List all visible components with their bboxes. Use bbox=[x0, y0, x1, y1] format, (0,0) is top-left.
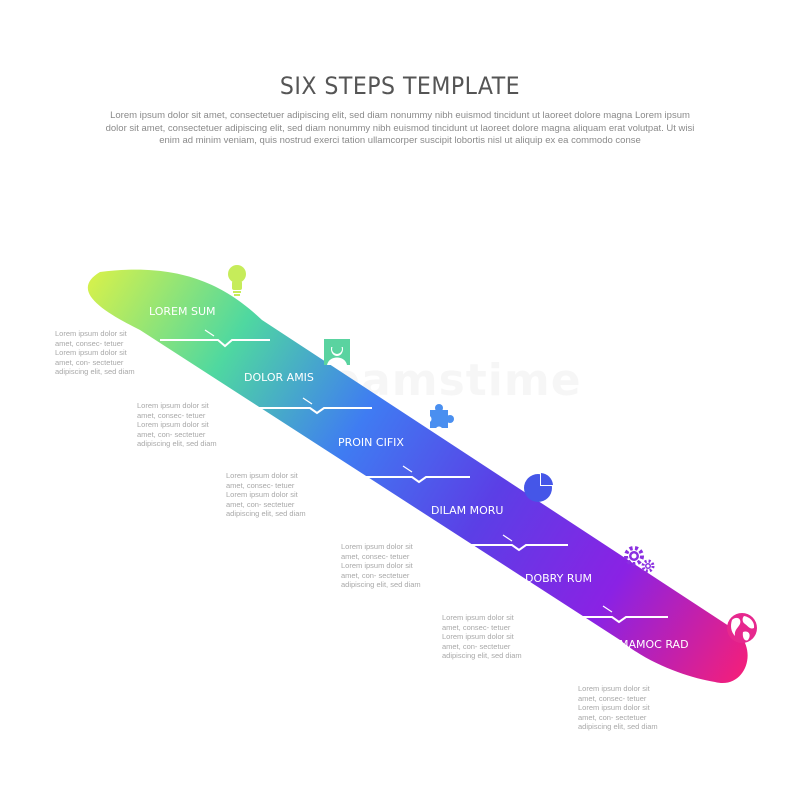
step-label: DOBRY RUM bbox=[525, 572, 592, 585]
step-label: LOREM SUM bbox=[149, 305, 216, 318]
step-description: Lorem ipsum dolor sit amet, consec- tetu… bbox=[442, 613, 522, 660]
step-label: PROIN CIFIX bbox=[338, 436, 404, 449]
globe-icon bbox=[727, 613, 757, 643]
step-description: Lorem ipsum dolor sit amet, consec- tetu… bbox=[578, 684, 658, 731]
puzzle-icon bbox=[424, 404, 454, 434]
step-description: Lorem ipsum dolor sit amet, consec- tetu… bbox=[55, 329, 135, 376]
step-description: Lorem ipsum dolor sit amet, consec- tetu… bbox=[341, 542, 421, 589]
step-label: DOLOR AMIS bbox=[244, 371, 314, 384]
diagonal-band bbox=[87, 269, 748, 684]
lightbulb-icon bbox=[228, 265, 246, 296]
gears-icon bbox=[624, 546, 655, 573]
step-arrows bbox=[204, 329, 613, 613]
step-label: DILAM MORU bbox=[431, 504, 503, 517]
pie-chart-icon bbox=[524, 472, 554, 502]
step-dividers bbox=[160, 339, 668, 624]
person-icon bbox=[324, 339, 350, 365]
step-label: MAMOC RAD bbox=[619, 638, 689, 651]
page-title: SIX STEPS TEMPLATE bbox=[279, 72, 521, 100]
step-description: Lorem ipsum dolor sit amet, consec- tetu… bbox=[137, 401, 217, 448]
step-description: Lorem ipsum dolor sit amet, consec- tetu… bbox=[226, 471, 306, 518]
intro-paragraph: Lorem ipsum dolor sit amet, consectetuer… bbox=[105, 110, 695, 146]
